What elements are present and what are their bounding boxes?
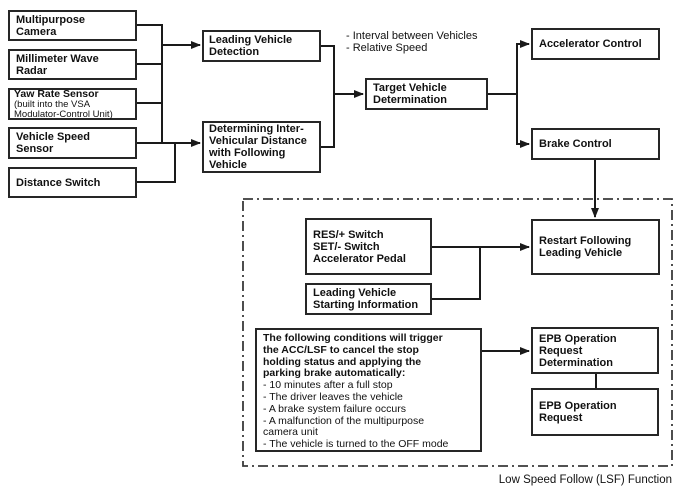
box-distance-switch: Distance Switch: [8, 167, 137, 198]
leading-vehicle-starting-information-label: Leading Vehicle Starting Information: [313, 287, 419, 311]
box-leading-vehicle-starting-information: Leading Vehicle Starting Information: [305, 283, 432, 315]
lsf-function-caption: Low Speed Follow (LSF) Function: [498, 474, 672, 486]
box-driver-inputs: RES/+ Switch SET/- Switch Accelerator Pe…: [305, 218, 432, 275]
epb-operation-request-determination-label: EPB Operation Request Determination: [539, 332, 617, 369]
box-brake-control: Brake Control: [531, 128, 660, 160]
box-millimeter-wave-radar: Millimeter Wave Radar: [8, 49, 137, 80]
yaw-rate-sensor-note: (built into the VSA Modulator-Control Un…: [14, 98, 113, 120]
cancel-conditions-header: The following conditions will trigger th…: [263, 332, 443, 380]
target-vehicle-determination-label: Target Vehicle Determination: [373, 82, 447, 106]
box-inter-vehicular-distance: Determining Inter- Vehicular Distance wi…: [202, 121, 321, 173]
box-yaw-rate-sensor: Yaw Rate Sensor (built into the VSA Modu…: [8, 88, 137, 120]
distance-switch-label: Distance Switch: [16, 176, 101, 189]
box-restart-following-leading-vehicle: Restart Following Leading Vehicle: [531, 219, 660, 275]
restart-following-leading-vehicle-label: Restart Following Leading Vehicle: [539, 235, 632, 259]
box-leading-vehicle-detection: Leading Vehicle Detection: [202, 30, 321, 62]
driver-inputs-label: RES/+ Switch SET/- Switch Accelerator Pe…: [313, 228, 406, 265]
box-epb-operation-request-determination: EPB Operation Request Determination: [531, 327, 659, 374]
box-epb-operation-request: EPB Operation Request: [531, 388, 659, 436]
leading-vehicle-detection-label: Leading Vehicle Detection: [209, 34, 293, 58]
box-vehicle-speed-sensor: Vehicle Speed Sensor: [8, 127, 137, 159]
box-target-vehicle-determination: Target Vehicle Determination: [365, 78, 488, 110]
cancel-conditions-list: - 10 minutes after a full stop - The dri…: [263, 379, 449, 451]
vehicle-speed-sensor-label: Vehicle Speed Sensor: [16, 131, 90, 155]
brake-control-label: Brake Control: [539, 138, 612, 150]
signals-note: - Interval between Vehicles - Relative S…: [346, 30, 478, 54]
box-accelerator-control: Accelerator Control: [531, 28, 660, 60]
box-cancel-conditions: The following conditions will trigger th…: [255, 328, 482, 452]
millimeter-wave-radar-label: Millimeter Wave Radar: [16, 52, 99, 77]
lsf-function-boundary: [242, 198, 673, 467]
accelerator-control-label: Accelerator Control: [539, 38, 642, 50]
epb-operation-request-label: EPB Operation Request: [539, 400, 617, 424]
box-multipurpose-camera: Multipurpose Camera: [8, 10, 137, 41]
multipurpose-camera-label: Multipurpose Camera: [16, 13, 86, 38]
inter-vehicular-distance-label: Determining Inter- Vehicular Distance wi…: [209, 123, 307, 171]
yaw-rate-sensor-label: Yaw Rate Sensor: [14, 87, 99, 100]
